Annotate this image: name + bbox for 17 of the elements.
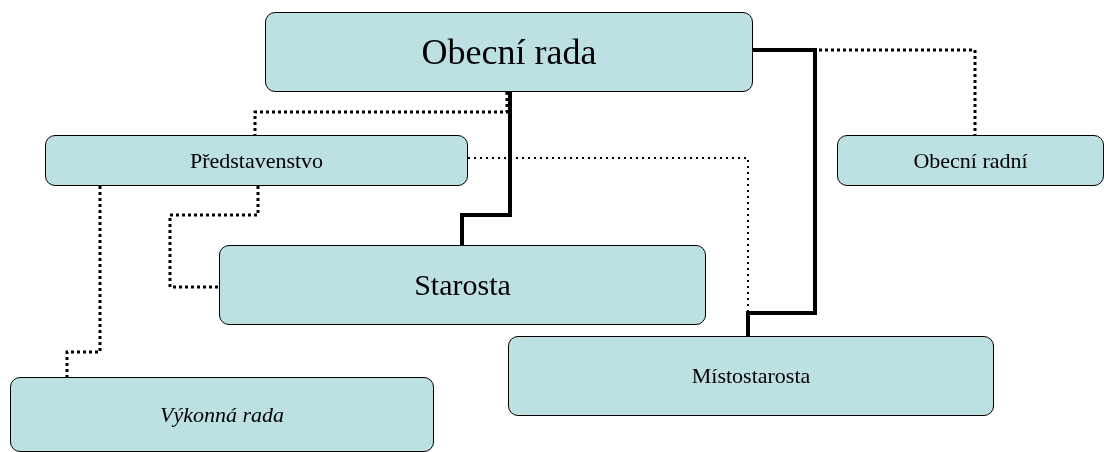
box-label: Obecní radní xyxy=(913,147,1028,174)
org-box xyxy=(837,135,1104,186)
box-label: Starosta xyxy=(414,268,511,302)
connector-line xyxy=(460,92,512,245)
org-box xyxy=(508,336,994,416)
box-label: Obecní rada xyxy=(421,31,597,73)
connector-line xyxy=(753,48,977,135)
connector-line xyxy=(65,186,102,377)
box-label: Místostarosta xyxy=(691,363,811,389)
org-box xyxy=(45,135,468,186)
connector-line xyxy=(168,186,260,289)
org-box xyxy=(219,245,706,325)
org-box xyxy=(265,12,753,92)
connector-line xyxy=(746,48,817,336)
box-label: Představenstvo xyxy=(189,147,324,174)
box-label: Výkonná rada xyxy=(160,401,284,428)
org-box xyxy=(10,377,434,452)
